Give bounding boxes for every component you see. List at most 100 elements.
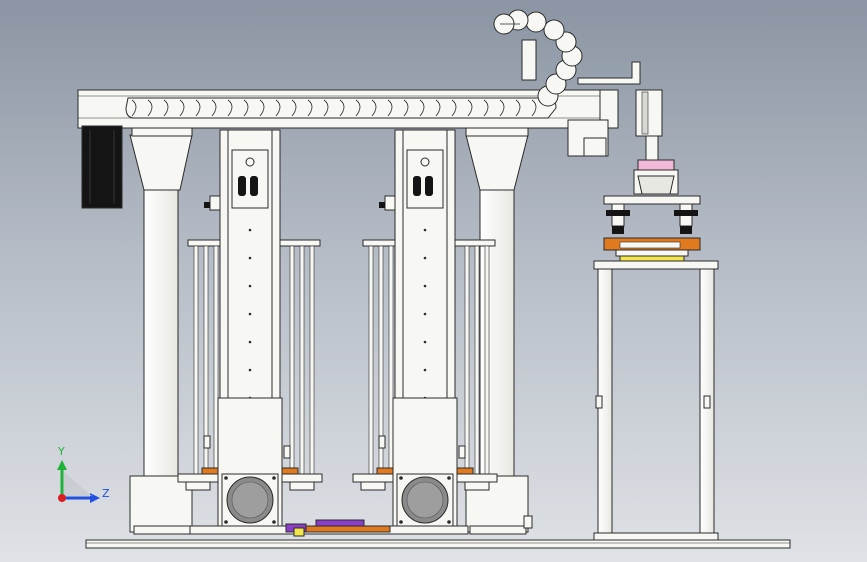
chain-bracket xyxy=(521,39,537,81)
lift-pad xyxy=(201,467,219,475)
chain-link xyxy=(435,99,441,117)
chain-link xyxy=(419,99,425,117)
chain-link xyxy=(323,99,329,117)
base-plate xyxy=(85,539,791,549)
end-carriage xyxy=(567,61,663,163)
x-axis-cone xyxy=(64,472,92,496)
chain-link xyxy=(403,99,409,117)
column-screw xyxy=(423,340,427,344)
cable-chain xyxy=(125,9,583,119)
lift-slot xyxy=(425,176,433,196)
chain-link xyxy=(259,99,265,117)
column-screw xyxy=(248,368,252,372)
lift-bolt xyxy=(245,157,255,167)
lift-pad xyxy=(376,467,394,475)
motor-fan-inner xyxy=(406,481,444,519)
lift-flag xyxy=(283,445,291,459)
column-screw xyxy=(248,284,252,288)
y-axis-arrowhead xyxy=(57,460,67,470)
guide-rod xyxy=(388,245,394,477)
center-conveyor xyxy=(189,519,469,537)
lift-bottom-plate xyxy=(177,473,219,483)
chain-link xyxy=(131,99,137,117)
lift-pad xyxy=(456,467,474,475)
gantry-motor xyxy=(81,125,123,209)
chain-link xyxy=(451,99,457,117)
lift-bottom-plate xyxy=(456,473,498,483)
guide-rod xyxy=(289,245,295,477)
motor-screw xyxy=(272,520,276,524)
chain-link xyxy=(243,99,249,117)
chain-link xyxy=(211,99,217,117)
guide-rod xyxy=(309,245,315,477)
chain-link xyxy=(525,11,547,33)
motor-screw xyxy=(399,520,403,524)
left-lift-module xyxy=(177,129,323,535)
column-screw xyxy=(248,228,252,232)
column-screw xyxy=(423,256,427,260)
chain-link xyxy=(179,99,185,117)
chain-link xyxy=(483,99,489,117)
lift-pad xyxy=(281,467,299,475)
coordinate-triad: Y Z xyxy=(57,445,110,503)
lift-sensor-tip xyxy=(379,202,385,208)
motor-screw xyxy=(224,476,228,480)
lift-bolt xyxy=(420,157,430,167)
column-screw xyxy=(423,228,427,232)
guide-rod xyxy=(484,245,490,477)
chain-link xyxy=(467,99,473,117)
lift-sensor-tip xyxy=(204,202,210,208)
lift-sensor xyxy=(209,195,221,211)
y-axis-label: Y xyxy=(57,445,65,458)
guide-rod xyxy=(368,245,374,477)
column-screw xyxy=(423,312,427,316)
lift-flag xyxy=(378,435,386,449)
right-lift-module xyxy=(352,129,498,535)
chain-link xyxy=(163,99,169,117)
z-axis-label: Z xyxy=(102,487,110,500)
column-screw xyxy=(423,368,427,372)
column-screw xyxy=(248,340,252,344)
gripper-head xyxy=(603,159,701,234)
chain-link xyxy=(515,99,521,117)
z-axis-arrowhead xyxy=(90,493,100,503)
motor-screw xyxy=(272,476,276,480)
lift-bottom-plate xyxy=(281,473,323,483)
lift-clamp xyxy=(464,481,490,491)
axis-origin xyxy=(58,494,66,502)
chain-link xyxy=(307,99,313,117)
lift-sensor xyxy=(384,195,396,211)
guide-rod xyxy=(464,245,470,477)
chain-link xyxy=(387,99,393,117)
chain-link xyxy=(543,19,565,41)
lift-slot xyxy=(250,176,258,196)
chain-link xyxy=(531,99,537,117)
lift-clamp xyxy=(360,481,386,491)
lift-slot xyxy=(238,176,246,196)
lift-clamp xyxy=(289,481,315,491)
chain-link xyxy=(499,99,505,117)
guide-rod xyxy=(193,245,199,477)
guide-rod xyxy=(213,245,219,477)
right-outer-column xyxy=(465,127,533,535)
chain-link xyxy=(371,99,377,117)
chain-link xyxy=(195,99,201,117)
motor-screw xyxy=(447,476,451,480)
chain-link xyxy=(291,99,297,117)
lift-slot xyxy=(413,176,421,196)
motor-screw xyxy=(399,476,403,480)
lift-flag xyxy=(458,445,466,459)
column-screw xyxy=(248,312,252,316)
guide-rod xyxy=(299,245,305,477)
chain-link xyxy=(355,99,361,117)
left-outer-column xyxy=(129,127,193,535)
motor-screw xyxy=(224,520,228,524)
lift-clamp xyxy=(185,481,211,491)
guide-rod xyxy=(474,245,480,477)
chain-link xyxy=(339,99,345,117)
column-screw xyxy=(423,284,427,288)
lift-bottom-plate xyxy=(352,473,394,483)
chain-link xyxy=(227,99,233,117)
